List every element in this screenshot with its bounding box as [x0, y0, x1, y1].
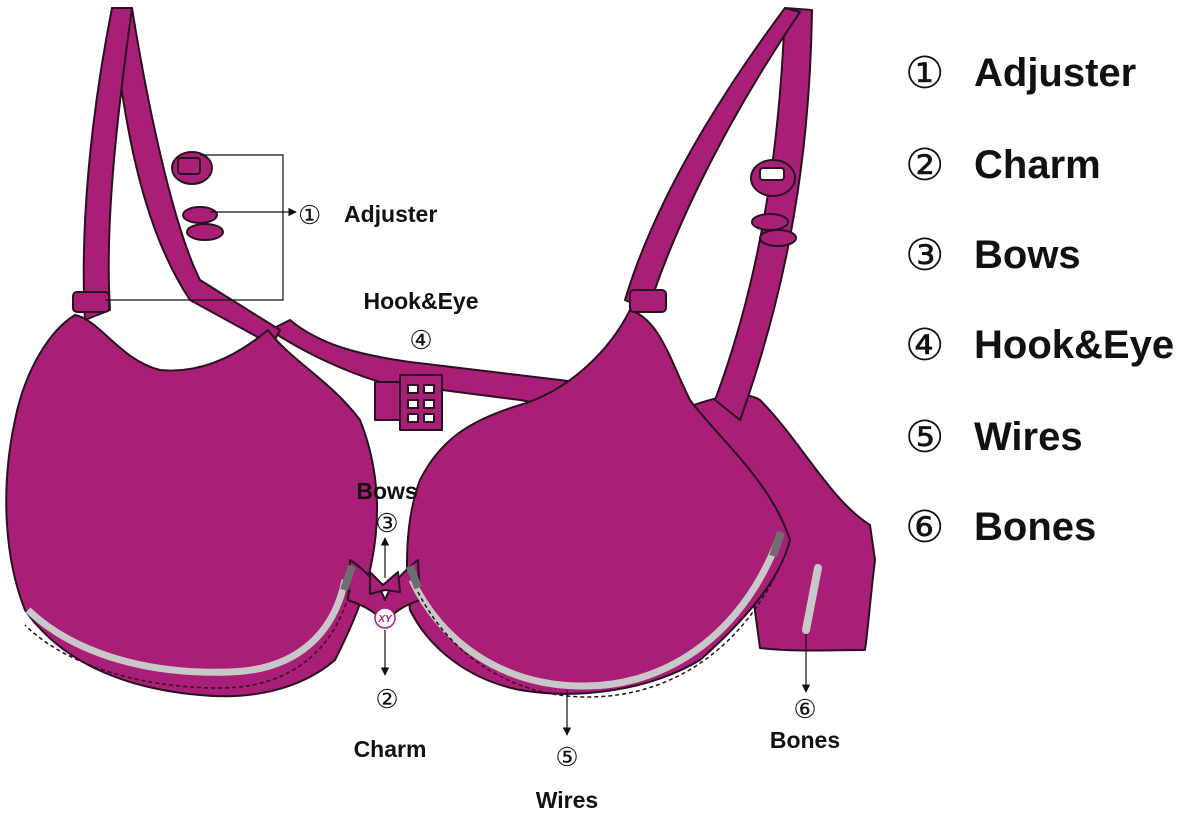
left-cup	[5, 314, 378, 698]
callout-wires-marker: ⑤	[555, 743, 578, 773]
legend-marker-5: ⑤	[905, 412, 944, 463]
right-cup	[406, 309, 791, 695]
legend-label-3: Bows	[974, 233, 1081, 277]
legend-marker-2: ②	[905, 140, 944, 191]
right-adjuster	[629, 159, 797, 313]
legend-marker-6: ⑥	[905, 502, 944, 553]
legend-label-2: Charm	[974, 143, 1101, 187]
callout-wires-label: Wires	[536, 787, 598, 813]
left-wire	[25, 579, 349, 676]
left-adjuster	[72, 151, 224, 313]
legend-label-1: Adjuster	[974, 51, 1136, 95]
callout-adjuster-marker: ①	[298, 201, 321, 231]
callout-bows-marker: ③	[375, 509, 398, 539]
right-wire	[408, 538, 782, 690]
legend-label-6: Bones	[974, 505, 1096, 549]
legend-label-4: Hook&Eye	[974, 323, 1174, 367]
charm	[374, 607, 396, 629]
left-stitch	[24, 589, 351, 689]
legend: ① Adjuster ② Charm ③ Bows ④ Hook&Eye ⑤ W…	[905, 48, 1174, 553]
callout-bones-marker: ⑥	[793, 695, 816, 725]
callout-charm-label: Charm	[354, 736, 427, 762]
legend-marker-1: ①	[905, 48, 944, 99]
callout-adjuster-label: Adjuster	[344, 201, 437, 227]
side-bone	[802, 564, 822, 634]
callouts: ① Adjuster Hook&Eye ④ Bows ③ ② Charm ⑤ W…	[298, 201, 840, 813]
legend-marker-3: ③	[905, 230, 944, 281]
callout-bows-label: Bows	[356, 478, 417, 504]
callout-bones-label: Bones	[770, 727, 840, 753]
left-strap-front	[82, 7, 133, 321]
callout-hook-eye-label: Hook&Eye	[363, 288, 478, 314]
charm-text: XY	[377, 614, 393, 625]
legend-label-5: Wires	[974, 415, 1083, 459]
left-strap	[111, 7, 281, 346]
legend-marker-4: ④	[905, 320, 944, 371]
hook-eye-closure	[374, 374, 443, 431]
callout-charm-marker: ②	[375, 685, 398, 715]
right-strap	[714, 7, 813, 421]
adjuster-bracket	[105, 154, 284, 301]
callout-lines	[105, 154, 811, 736]
bra-illustration: XY	[5, 7, 876, 698]
bone-tip-right	[769, 530, 785, 558]
bone-tip-center	[406, 564, 422, 590]
bow	[369, 571, 401, 595]
bone-tip-left	[340, 564, 356, 592]
callout-hook-eye-marker: ④	[409, 326, 432, 356]
